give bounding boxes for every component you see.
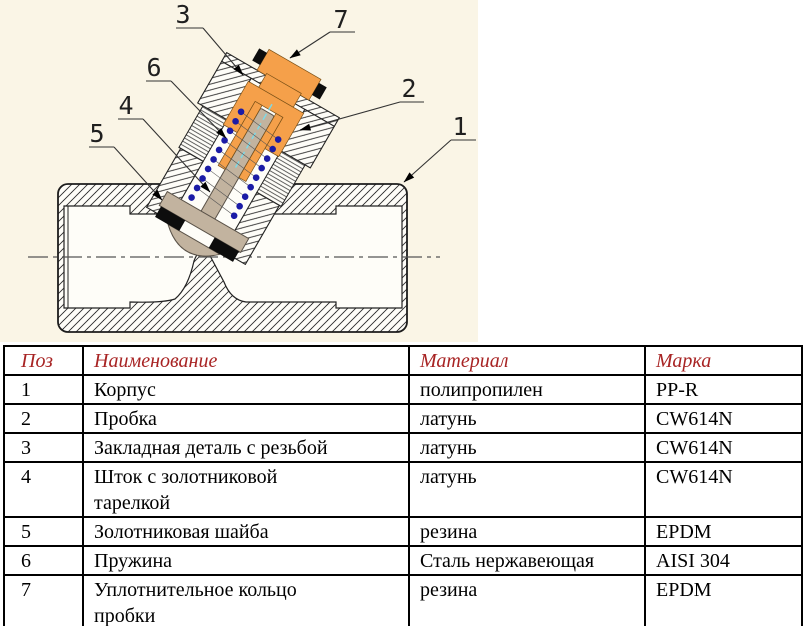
cell-name: Пружина <box>82 545 410 576</box>
disc-plate <box>158 190 250 254</box>
callout-number-5: 5 <box>89 119 104 148</box>
parts-table: Поз Наименование Материал Марка 1 Корпус… <box>3 345 803 626</box>
plug-guide-left <box>217 100 263 170</box>
table-row: 4 Шток с золотниковой тарелкой латунь CW… <box>3 461 803 518</box>
cell-grade: EPDM <box>644 516 803 547</box>
header-name: Наименование <box>82 345 410 376</box>
cell-grade: CW614N <box>644 461 803 518</box>
table-row: 3 Закладная деталь с резьбой латунь CW61… <box>3 432 803 463</box>
cell-grade: CW614N <box>644 432 803 463</box>
cell-material: полипропилен <box>408 374 646 405</box>
callout-5 <box>89 146 163 201</box>
cell-material: латунь <box>408 403 646 434</box>
callout-6 <box>146 80 227 139</box>
cell-name: Золотниковая шайба <box>82 516 410 547</box>
cell-pos: 7 <box>3 574 84 626</box>
callout-4 <box>118 118 211 193</box>
table-row: 5 Золотниковая шайба резина EPDM <box>3 516 803 547</box>
plug-guide-right <box>238 112 284 182</box>
callout-number-4: 4 <box>118 91 133 120</box>
cell-name: Закладная деталь с резьбой <box>82 432 410 463</box>
cell-name: Корпус <box>82 374 410 405</box>
cell-pos: 5 <box>3 516 84 547</box>
callout-number-3: 3 <box>175 0 190 29</box>
cell-material: резина <box>408 516 646 547</box>
table-header-row: Поз Наименование Материал Марка <box>3 345 803 376</box>
callout-number-1: 1 <box>452 112 467 141</box>
cell-material: Сталь нержавеющая <box>408 545 646 576</box>
cell-pos: 1 <box>3 374 84 405</box>
callout-2 <box>299 101 424 131</box>
table-row: 1 Корпус полипропилен PP-R <box>3 374 803 405</box>
cell-grade: AISI 304 <box>644 545 803 576</box>
callout-number-2: 2 <box>401 74 416 103</box>
header-material: Материал <box>408 345 646 376</box>
cell-grade: PP-R <box>644 374 803 405</box>
callout-3 <box>176 27 244 76</box>
callout-7 <box>289 31 355 59</box>
cell-material: резина <box>408 574 646 626</box>
spring <box>188 108 282 220</box>
callout-number-6: 6 <box>146 53 161 82</box>
cell-name: Уплотнительное кольцо пробки <box>82 574 410 626</box>
cell-pos: 3 <box>3 432 84 463</box>
plug-o-ring <box>252 48 327 100</box>
disc-dome <box>167 223 222 257</box>
callout-number-7: 7 <box>333 5 348 34</box>
cell-material: латунь <box>408 432 646 463</box>
cell-name: Пробка <box>82 403 410 434</box>
cell-pos: 2 <box>3 403 84 434</box>
cell-name: Шток с золотниковой тарелкой <box>82 461 410 518</box>
table-row: 7 Уплотнительное кольцо пробки резина EP… <box>3 574 803 626</box>
valve-section-diagram: 3 7 6 4 5 2 1 <box>0 0 478 342</box>
header-grade: Марка <box>644 345 803 376</box>
cell-name-text: Уплотнительное кольцо пробки <box>94 579 297 626</box>
callout-1 <box>403 139 476 183</box>
cell-name-text: Шток с золотниковой тарелкой <box>94 466 278 514</box>
disc-washer <box>155 206 239 262</box>
table-row: 6 Пружина Сталь нержавеющая AISI 304 <box>3 545 803 576</box>
cell-pos: 6 <box>3 545 84 576</box>
callout-leaders <box>89 27 476 201</box>
cell-material: латунь <box>408 461 646 518</box>
cell-pos: 4 <box>3 461 84 518</box>
callout-numbers: 3 7 6 4 5 2 1 <box>89 0 467 148</box>
cell-grade: EPDM <box>644 574 803 626</box>
header-pos: Поз <box>3 345 84 376</box>
table-row: 2 Пробка латунь CW614N <box>3 403 803 434</box>
bonnet-assembly <box>145 48 341 266</box>
cell-grade: CW614N <box>644 403 803 434</box>
stem-centerline <box>234 103 273 169</box>
